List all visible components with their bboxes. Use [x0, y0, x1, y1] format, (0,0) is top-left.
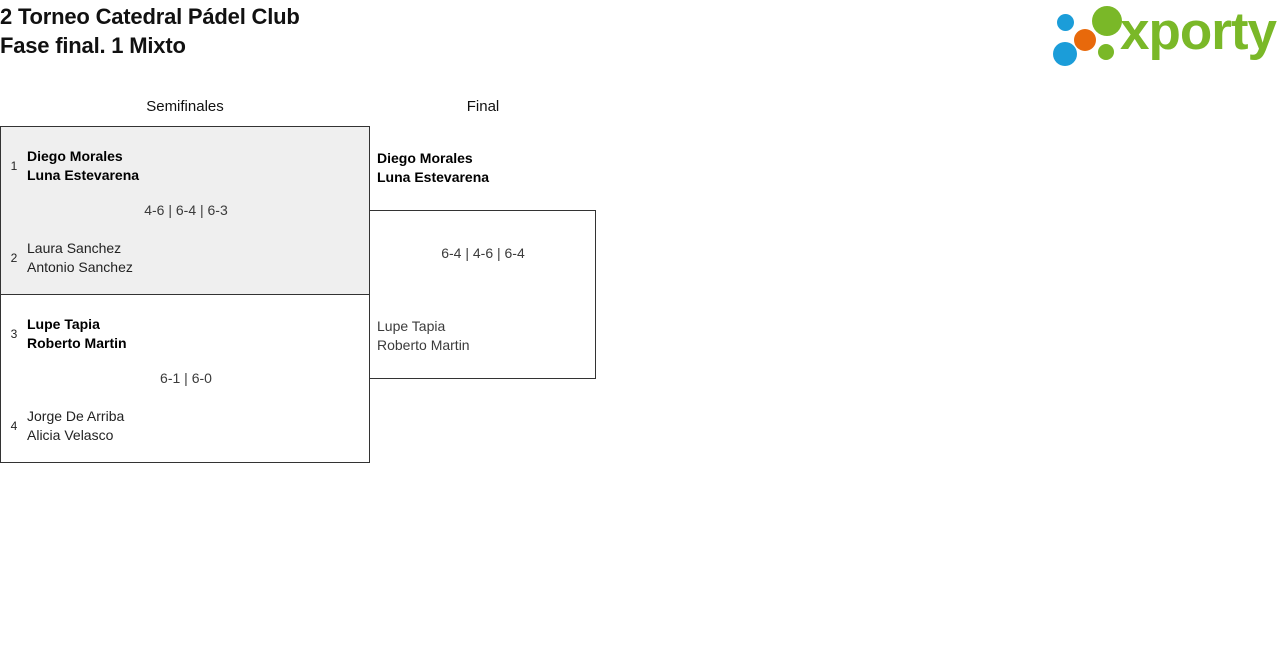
final-runner-up-team: Lupe Tapia Roberto Martin: [377, 317, 470, 355]
match-score: 6-1 | 6-0: [160, 370, 212, 386]
team-name: Lupe Tapia Roberto Martin: [27, 315, 127, 353]
match-entry-bottom[interactable]: 4 Jorge De Arriba Alicia Velasco: [1, 403, 371, 449]
match-semifinal-2[interactable]: 3 Lupe Tapia Roberto Martin 6-1 | 6-0 4 …: [0, 294, 370, 463]
player-name: Laura Sanchez: [27, 240, 122, 256]
player-name: Diego Morales: [27, 148, 123, 164]
match-entry-top[interactable]: 1 Diego Morales Luna Estevarena: [1, 143, 371, 189]
player-name: Lupe Tapia: [27, 316, 100, 332]
seed-number: 4: [10, 419, 18, 433]
seed-number: 2: [10, 251, 18, 265]
seed-number: 3: [10, 327, 18, 341]
round-header-semifinals: Semifinales: [146, 98, 224, 115]
player-name: Roberto Martin: [27, 335, 127, 351]
tournament-name: 2 Torneo Catedral Pádel Club: [0, 4, 300, 29]
round-header-final: Final: [466, 98, 500, 115]
player-name: Luna Estevarena: [377, 169, 490, 185]
player-name: Jorge De Arriba: [27, 408, 125, 424]
match-final[interactable]: [370, 210, 596, 379]
player-name: Luna Estevarena: [27, 167, 140, 183]
match-entry-top[interactable]: 3 Lupe Tapia Roberto Martin: [1, 311, 371, 357]
final-winner-team: Diego Morales Luna Estevarena: [377, 149, 489, 187]
match-semifinal-1[interactable]: 1 Diego Morales Luna Estevarena 4-6 | 6-…: [0, 126, 370, 295]
team-name: Laura Sanchez Antonio Sanchez: [27, 239, 133, 277]
logo-wordmark: xporty: [1120, 2, 1277, 61]
player-name: Alicia Velasco: [27, 427, 114, 443]
logo-dots-icon: [1048, 3, 1122, 66]
match-score: 4-6 | 6-4 | 6-3: [144, 202, 228, 218]
final-match-score: 6-4 | 4-6 | 6-4: [441, 245, 525, 261]
logo-dot-orange-icon: [1074, 29, 1096, 51]
player-name: Lupe Tapia: [377, 318, 446, 334]
team-name: Diego Morales Luna Estevarena: [27, 147, 139, 185]
player-name: Roberto Martin: [377, 337, 470, 353]
tournament-phase: Fase final. 1 Mixto: [0, 33, 186, 58]
match-entry-bottom[interactable]: 2 Laura Sanchez Antonio Sanchez: [1, 235, 371, 281]
logo-dot-green-large-icon: [1092, 6, 1122, 36]
team-name: Jorge De Arriba Alicia Velasco: [27, 407, 124, 445]
logo-dot-blue-small-icon: [1057, 14, 1074, 31]
logo-dot-blue-large-icon: [1053, 42, 1077, 66]
page-title: 2 Torneo Catedral Pádel Club Fase final.…: [0, 2, 300, 60]
xporty-logo[interactable]: xporty: [1048, 2, 1277, 66]
player-name: Antonio Sanchez: [27, 259, 133, 275]
page-header: 2 Torneo Catedral Pádel Club Fase final.…: [0, 0, 1280, 86]
logo-dot-green-small-icon: [1098, 44, 1114, 60]
seed-number: 1: [10, 159, 18, 173]
player-name: Diego Morales: [377, 150, 473, 166]
